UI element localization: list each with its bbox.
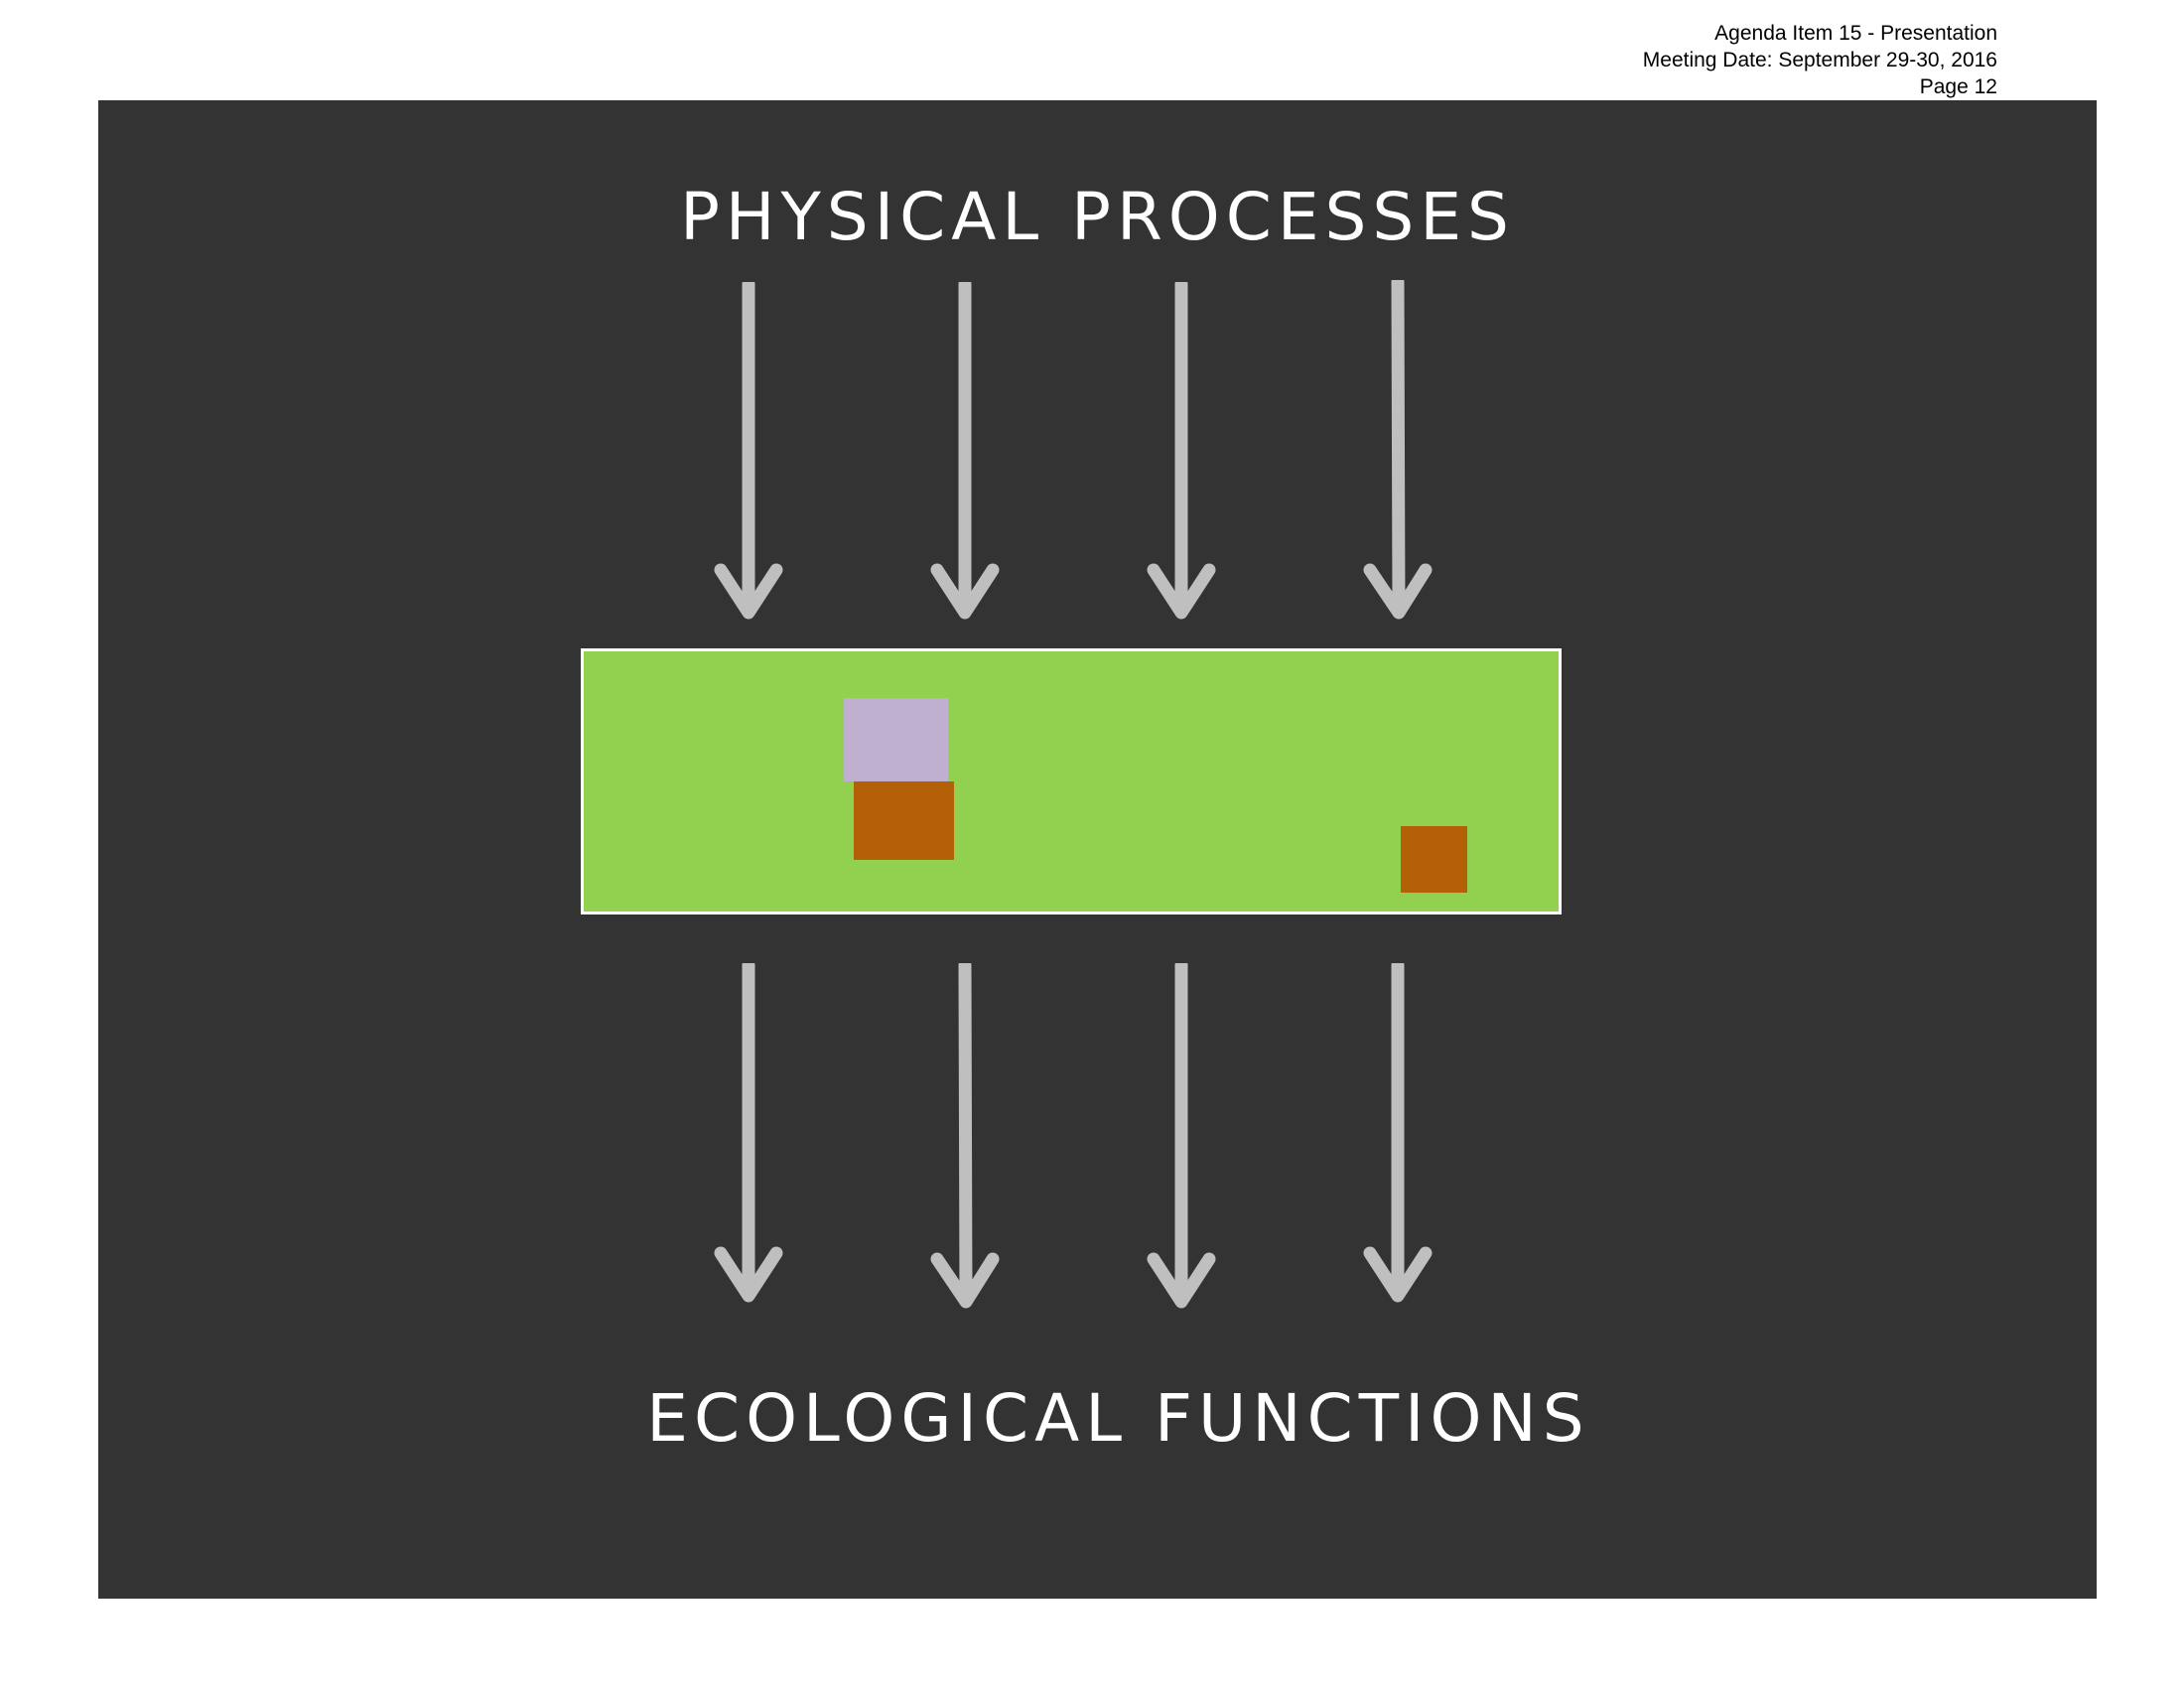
meeting-date-line: Meeting Date: September 29-30, 2016 bbox=[1642, 49, 1997, 71]
slide-canvas: PHYSICAL PROCESSES bbox=[98, 100, 2097, 1599]
arrow-down-bottom-3 bbox=[1147, 963, 1216, 1309]
arrow-down-top-4 bbox=[1363, 280, 1433, 620]
arrow-down-top-2 bbox=[930, 282, 1000, 620]
lavender-patch bbox=[844, 698, 948, 781]
arrow-down-top-1 bbox=[714, 282, 783, 620]
brown-patch-left bbox=[854, 781, 954, 860]
page-number-line: Page 12 bbox=[1919, 75, 1997, 98]
ecological-functions-label: ECOLOGICAL FUNCTIONS bbox=[646, 1380, 1590, 1457]
arrow-down-top-3 bbox=[1147, 282, 1216, 620]
page-header: Agenda Item 15 - Presentation Meeting Da… bbox=[1643, 20, 1997, 100]
arrow-down-bottom-4 bbox=[1363, 963, 1433, 1303]
physical-processes-label: PHYSICAL PROCESSES bbox=[680, 179, 1515, 255]
brown-patch-right bbox=[1401, 826, 1467, 893]
ecosystem-box bbox=[581, 648, 1562, 914]
arrow-down-bottom-1 bbox=[714, 963, 783, 1303]
arrow-down-bottom-2 bbox=[930, 963, 1000, 1309]
agenda-item-line: Agenda Item 15 - Presentation bbox=[1714, 22, 1997, 45]
